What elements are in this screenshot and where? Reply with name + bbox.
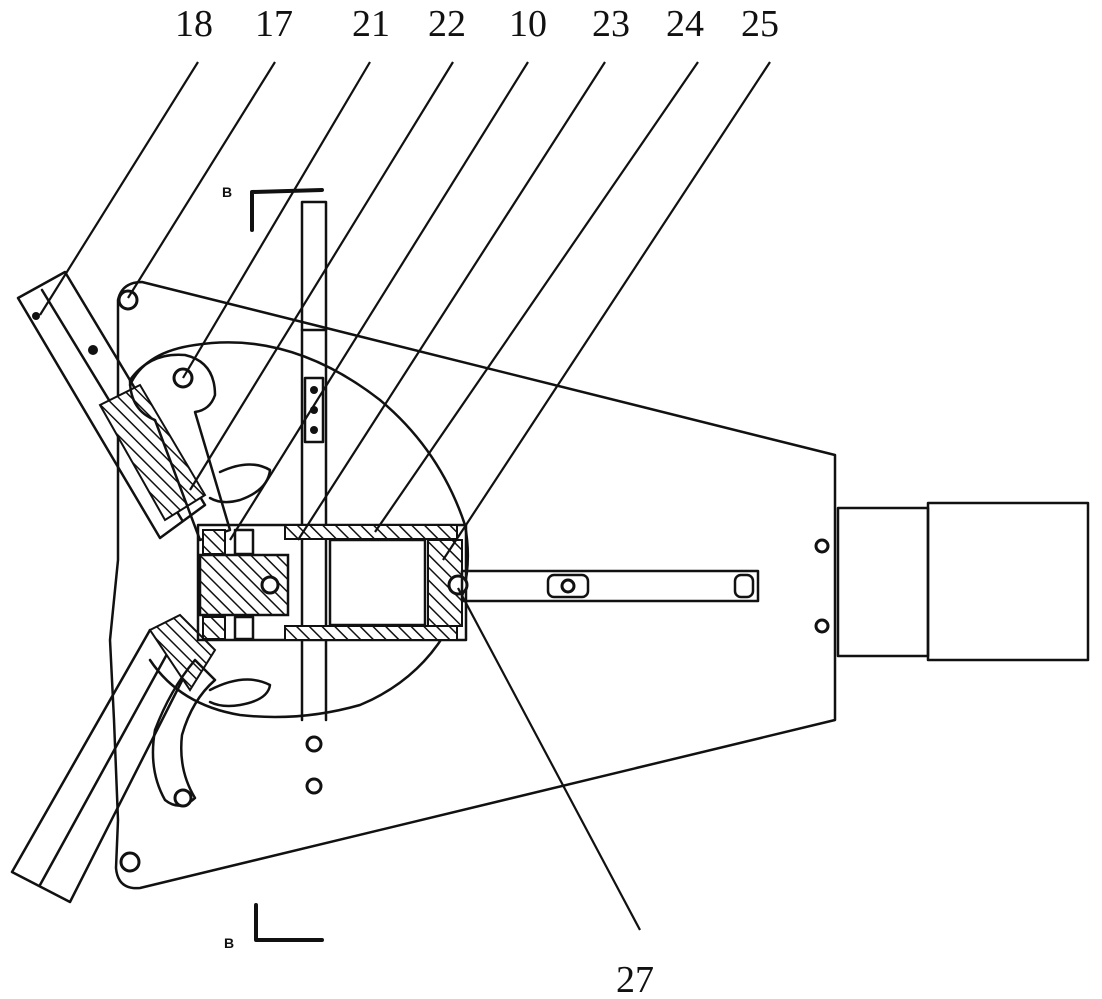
housing-hole <box>814 618 830 634</box>
label-24: 24 <box>666 3 704 45</box>
upper-jaw-teeth <box>98 383 207 522</box>
section-mark-top <box>250 188 324 232</box>
lower-jaw-arm <box>10 628 197 904</box>
housing-plate <box>108 280 837 890</box>
motor-coupling <box>836 506 930 658</box>
housing-hole-bottom <box>119 851 141 873</box>
label-25: 25 <box>741 3 779 45</box>
section-mark-bottom <box>254 903 324 942</box>
leader-24 <box>374 61 699 533</box>
push-rod-slot-pin <box>560 578 576 594</box>
leader-22 <box>189 61 454 491</box>
leader-27 <box>457 587 641 931</box>
slide-block-notch-lower <box>233 615 255 641</box>
label-27: 27 <box>616 959 654 999</box>
lower-jaw-inner-edge <box>38 643 174 887</box>
inner-cutaway-oval <box>128 341 470 719</box>
leader-17 <box>127 61 276 299</box>
label-18: 18 <box>175 3 213 45</box>
leader-21 <box>182 61 371 379</box>
slide-block-notch-upper <box>233 528 255 556</box>
slide-block-top-wall <box>284 524 458 540</box>
leader-25 <box>442 61 771 561</box>
upper-jaw-pin <box>32 312 40 320</box>
slide-block-pin <box>260 575 280 595</box>
push-rod-slot <box>546 573 590 599</box>
vertical-guide-slot <box>303 376 325 444</box>
upper-jaw-pin <box>88 345 98 355</box>
lower-cam-pivot <box>173 788 193 808</box>
guide-dot <box>310 426 318 434</box>
leader-23 <box>297 61 606 541</box>
vertical-guide-bar <box>300 200 328 332</box>
upper-jaw-arm <box>16 270 207 540</box>
upper-cam-lever <box>128 353 232 542</box>
inner-chamber <box>328 538 427 627</box>
slide-block-bottom-wall <box>284 625 458 641</box>
housing-hole-top <box>117 289 139 311</box>
end-cap-pin <box>447 574 469 596</box>
guide-dot <box>310 386 318 394</box>
housing-hole <box>305 777 323 795</box>
leader-18 <box>39 61 199 316</box>
label-17: 17 <box>255 3 293 45</box>
slide-block-corner-lower <box>202 616 226 640</box>
label-22: 22 <box>428 3 466 45</box>
housing-hole <box>814 538 830 554</box>
section-mark-top-label: B <box>222 184 232 200</box>
motor-body <box>926 501 1090 662</box>
push-rod <box>460 569 760 603</box>
slide-block-corner-upper <box>202 529 226 555</box>
section-mark-bottom-label: B <box>224 935 234 951</box>
push-rod-end-slot <box>733 573 755 599</box>
housing-hole <box>305 735 323 753</box>
label-10: 10 <box>509 3 547 45</box>
lower-curved-slot <box>208 678 272 708</box>
label-21: 21 <box>352 3 390 45</box>
label-23: 23 <box>592 3 630 45</box>
leader-10 <box>229 61 529 541</box>
